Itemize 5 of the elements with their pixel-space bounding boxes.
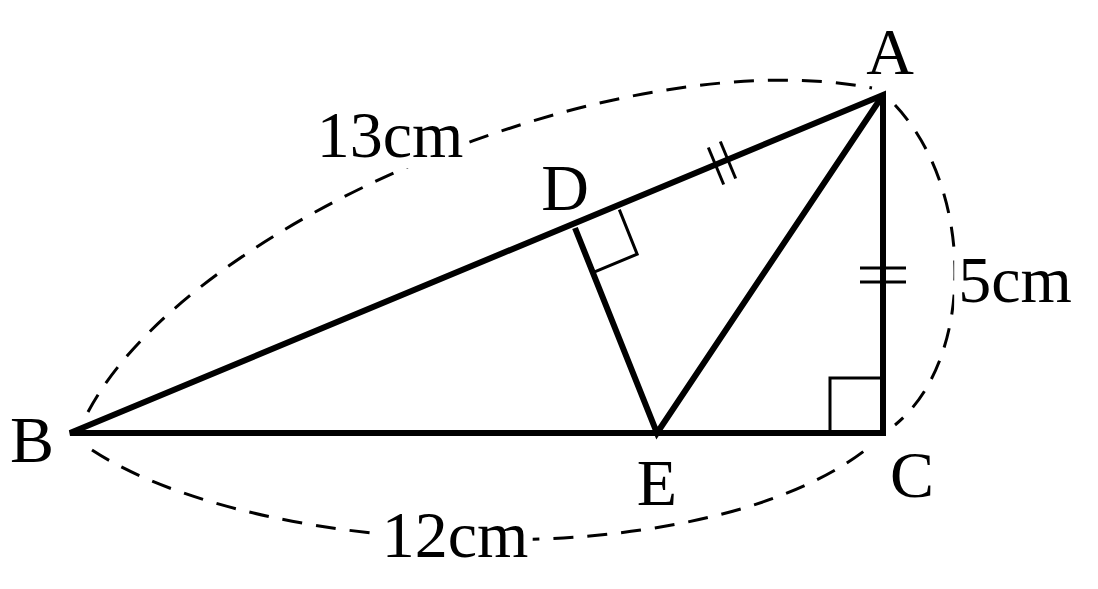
vertex-label: E <box>635 450 679 516</box>
vertex-label: D <box>540 155 590 221</box>
vertex-label: B <box>9 407 55 473</box>
vertex-label: C <box>889 442 935 508</box>
vertex-label: A <box>865 19 915 85</box>
